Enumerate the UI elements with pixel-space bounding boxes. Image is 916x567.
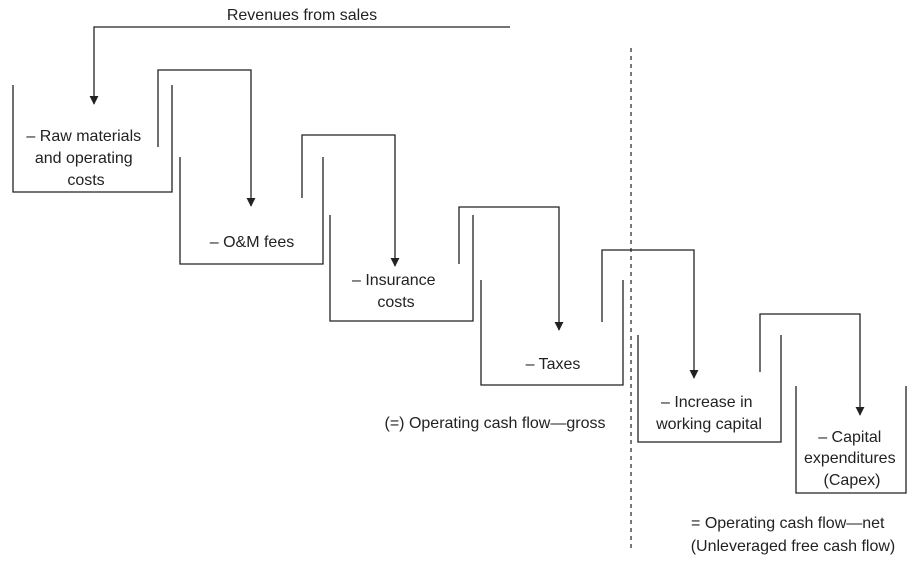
revenue-arrow: [89, 26, 510, 105]
step-label-capex: – Capital expenditures (Capex): [804, 429, 900, 489]
flow-arrow-1: [157, 69, 256, 207]
step-box-taxes: [480, 280, 624, 386]
step-box-insurance: [329, 215, 474, 322]
gross-cash-flow-label: (=) Operating cash flow—gross: [385, 415, 606, 432]
step-label-insurance: – Insurance costs: [352, 272, 440, 311]
flow-arrow-3: [458, 206, 564, 331]
flow-arrow-5: [759, 313, 865, 416]
net-cash-flow-label: = Operating cash flow—net (Unleveraged f…: [691, 515, 896, 555]
step-label-taxes: – Taxes: [526, 356, 581, 373]
step-box-capex: [795, 386, 907, 494]
step-box-working-capital: [637, 335, 782, 443]
flow-arrow-2: [301, 134, 400, 267]
step-box-om-fees: [179, 157, 324, 265]
step-label-working-capital: – Increase in working capital: [655, 394, 762, 433]
step-label-om-fees: – O&M fees: [210, 234, 294, 251]
diagram-title: Revenues from sales: [227, 7, 377, 24]
step-box-raw-materials: [12, 85, 173, 193]
step-label-raw-materials: – Raw materials and operating costs: [26, 128, 145, 189]
flow-arrow-4: [601, 249, 699, 379]
